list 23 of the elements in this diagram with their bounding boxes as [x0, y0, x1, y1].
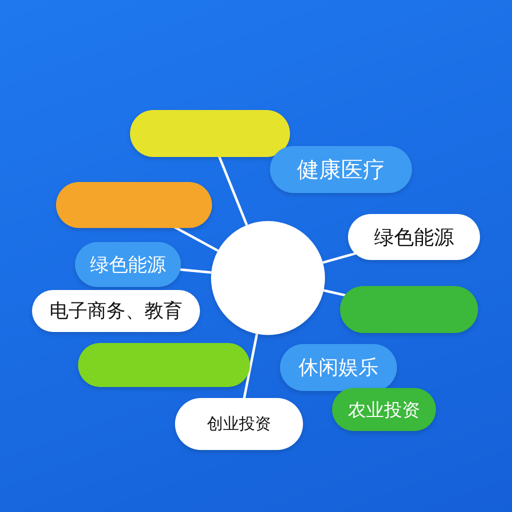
category-pill — [270, 146, 412, 193]
category-pill — [175, 398, 303, 450]
category-pill — [56, 182, 212, 228]
connector-line — [322, 252, 358, 264]
category-label: 电子商务、教育 — [50, 299, 182, 324]
category-pill — [75, 242, 181, 287]
category-pill — [348, 214, 480, 260]
category-pill — [32, 290, 200, 332]
connector-line — [178, 268, 212, 274]
category-pill — [340, 286, 478, 333]
connector-line — [242, 334, 258, 400]
category-label: 休闲娱乐 — [298, 354, 378, 381]
category-label: 农业投资 — [348, 398, 420, 422]
category-pill — [332, 388, 436, 431]
category-label: 健康医疗 — [297, 156, 385, 184]
connector-line — [217, 154, 248, 226]
category-label: 创业投资 — [207, 414, 271, 434]
category-label: 绿色能源 — [374, 224, 454, 250]
category-pill — [78, 343, 250, 387]
category-pill — [280, 344, 397, 391]
connector-line — [323, 289, 348, 297]
category-label: 绿色能源 — [90, 252, 166, 278]
category-pill — [130, 110, 290, 157]
